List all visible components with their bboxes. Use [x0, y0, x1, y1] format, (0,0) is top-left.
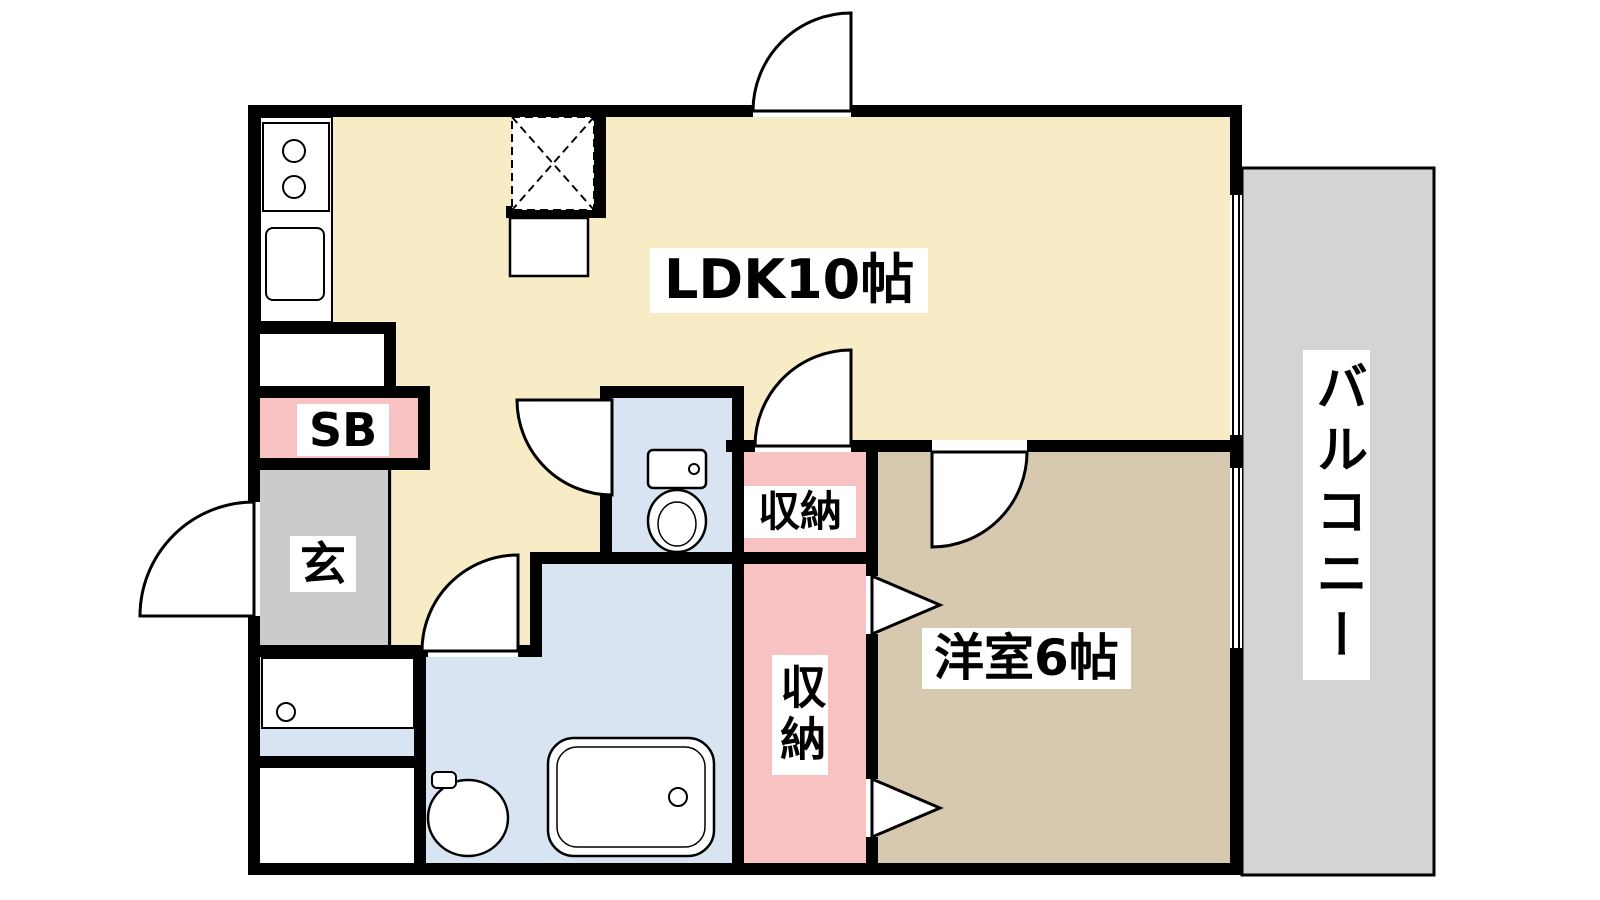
wall-outer-bottom	[248, 863, 1242, 875]
wall-closet-right	[384, 322, 396, 398]
closet-door-markers	[870, 573, 944, 840]
washbasin-icon	[426, 778, 510, 858]
laundry-sink-icon	[276, 702, 296, 722]
window-rail	[1238, 195, 1240, 435]
label-ldk: LDK10帖	[650, 248, 929, 313]
label-balcony: バルコニー	[1303, 350, 1370, 680]
bathtub-drain-icon	[668, 787, 688, 807]
door-arc-ldk-closet	[753, 348, 853, 448]
door-arc-entrance	[138, 500, 256, 618]
label-storage-lower: 収納	[772, 655, 829, 775]
wall-closet-left	[732, 386, 744, 875]
wall-closet-right	[866, 440, 878, 875]
window-rail	[1232, 195, 1234, 435]
washbasin-faucet-icon	[431, 771, 457, 789]
refrigerator-cross-line	[511, 116, 595, 211]
wall-sb-top	[248, 386, 430, 398]
label-western-room: 洋室6帖	[922, 628, 1131, 689]
door-arcs	[138, 11, 1029, 653]
bathroom-fixtures	[426, 736, 716, 858]
toilet-bowl-icon	[646, 488, 708, 554]
window-rails	[1232, 195, 1240, 648]
kitchen-sink-icon	[265, 227, 325, 301]
toilet-button-icon	[688, 463, 700, 475]
window-rail	[1238, 468, 1240, 648]
door-arc-toilet	[515, 398, 614, 497]
wall-laundry-bottom	[248, 756, 426, 768]
wall-bath-corner	[530, 552, 542, 657]
wall-sb-right	[418, 386, 430, 470]
label-entrance: 玄	[290, 536, 356, 593]
stove-icon	[262, 122, 330, 212]
door-arc-top	[751, 11, 853, 113]
door-arc-bathroom	[420, 553, 520, 653]
wall-outer-left	[248, 105, 260, 875]
toilet-bowl-inner	[657, 501, 697, 547]
wall-toilet-top	[600, 386, 744, 398]
kitchen-fixtures	[259, 116, 595, 323]
window-ldk-balcony	[1230, 195, 1242, 435]
stove-burner-icon	[282, 139, 306, 163]
refrigerator-cross-line	[511, 116, 595, 211]
window-rail	[1232, 468, 1234, 648]
wall-closet-top	[248, 322, 396, 334]
room-storage-white	[254, 762, 414, 869]
bathtub-icon	[546, 736, 716, 858]
entrance-step-line	[388, 466, 391, 651]
wall-kitchen-stub-v	[594, 111, 606, 218]
wall-outer-top	[248, 105, 1242, 117]
closet-white-box	[254, 328, 390, 392]
door-arc-western	[930, 450, 1029, 549]
opening-western-door	[932, 440, 1027, 452]
room-bath-upper	[536, 558, 738, 654]
closet-door-marker-2	[870, 776, 944, 840]
closet-door-marker-1	[870, 573, 944, 637]
laundry-fixtures	[261, 657, 415, 729]
stove-burner-icon	[282, 175, 306, 199]
kitchen-cabinet-icon	[508, 216, 590, 278]
wall-under-toilet	[530, 552, 878, 564]
wall-sb-bottom	[248, 458, 430, 470]
label-shoe-box: SB	[297, 404, 390, 457]
window-western-balcony	[1230, 468, 1242, 648]
toilet-fixtures	[646, 448, 708, 554]
label-storage-upper: 収納	[744, 486, 857, 539]
toilet-tank-icon	[646, 448, 708, 490]
bathtub-inner	[556, 746, 706, 848]
